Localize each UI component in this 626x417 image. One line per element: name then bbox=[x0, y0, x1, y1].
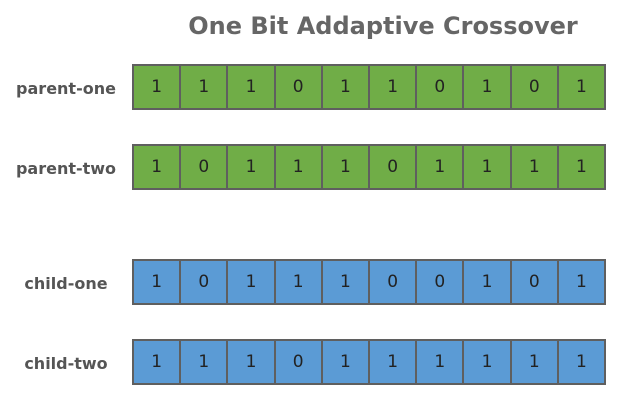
bit-cell: 1 bbox=[558, 261, 607, 303]
bit-row-child-one: 1 0 1 1 1 0 0 1 0 1 bbox=[132, 259, 607, 305]
bit-cell: 0 bbox=[370, 146, 418, 188]
bit-cell: 1 bbox=[558, 146, 607, 188]
bit-cell: 0 bbox=[275, 66, 323, 108]
diagram-title: One Bit Addaptive Crossover bbox=[188, 12, 578, 40]
bit-row-parent-two: 1 0 1 1 1 0 1 1 1 1 bbox=[132, 144, 607, 190]
bit-cell: 1 bbox=[228, 261, 276, 303]
row-label-parent-one: parent-one bbox=[16, 79, 116, 98]
bit-cell: 1 bbox=[370, 66, 418, 108]
bit-cell: 1 bbox=[134, 66, 182, 108]
bit-cell: 1 bbox=[464, 261, 512, 303]
bit-cell: 1 bbox=[134, 146, 182, 188]
bit-cell: 1 bbox=[134, 341, 182, 383]
row-label-child-one: child-one bbox=[24, 274, 108, 293]
bit-cell: 1 bbox=[275, 261, 323, 303]
bit-cell: 0 bbox=[275, 341, 323, 383]
bit-cell: 1 bbox=[511, 146, 559, 188]
bit-cell: 1 bbox=[558, 341, 607, 383]
bit-cell: 1 bbox=[228, 66, 276, 108]
bit-cell: 1 bbox=[370, 341, 418, 383]
bit-cell: 0 bbox=[511, 66, 559, 108]
bit-cell: 0 bbox=[511, 261, 559, 303]
bit-cell: 0 bbox=[370, 261, 418, 303]
bit-cell: 1 bbox=[322, 66, 371, 108]
bit-row-child-two: 1 1 1 0 1 1 1 1 1 1 bbox=[132, 339, 607, 385]
bit-cell: 1 bbox=[275, 146, 323, 188]
bit-cell: 1 bbox=[228, 146, 276, 188]
bit-cell: 1 bbox=[558, 66, 607, 108]
bit-cell: 1 bbox=[464, 341, 512, 383]
bit-cell: 1 bbox=[511, 341, 559, 383]
bit-cell: 1 bbox=[228, 341, 276, 383]
bit-cell: 1 bbox=[322, 341, 371, 383]
bit-row-parent-one: 1 1 1 0 1 1 0 1 0 1 bbox=[132, 64, 607, 110]
row-label-parent-two: parent-two bbox=[15, 159, 117, 178]
bit-cell: 0 bbox=[181, 146, 229, 188]
bit-cell: 1 bbox=[134, 261, 182, 303]
bit-cell: 1 bbox=[417, 146, 465, 188]
bit-cell: 0 bbox=[417, 261, 465, 303]
bit-cell: 0 bbox=[181, 261, 229, 303]
bit-cell: 1 bbox=[464, 146, 512, 188]
bit-cell: 1 bbox=[181, 341, 229, 383]
bit-cell: 1 bbox=[464, 66, 512, 108]
bit-cell: 1 bbox=[417, 341, 465, 383]
bit-cell: 1 bbox=[322, 146, 371, 188]
bit-cell: 1 bbox=[181, 66, 229, 108]
row-label-child-two: child-two bbox=[24, 354, 108, 373]
bit-cell: 0 bbox=[417, 66, 465, 108]
bit-cell: 1 bbox=[322, 261, 371, 303]
